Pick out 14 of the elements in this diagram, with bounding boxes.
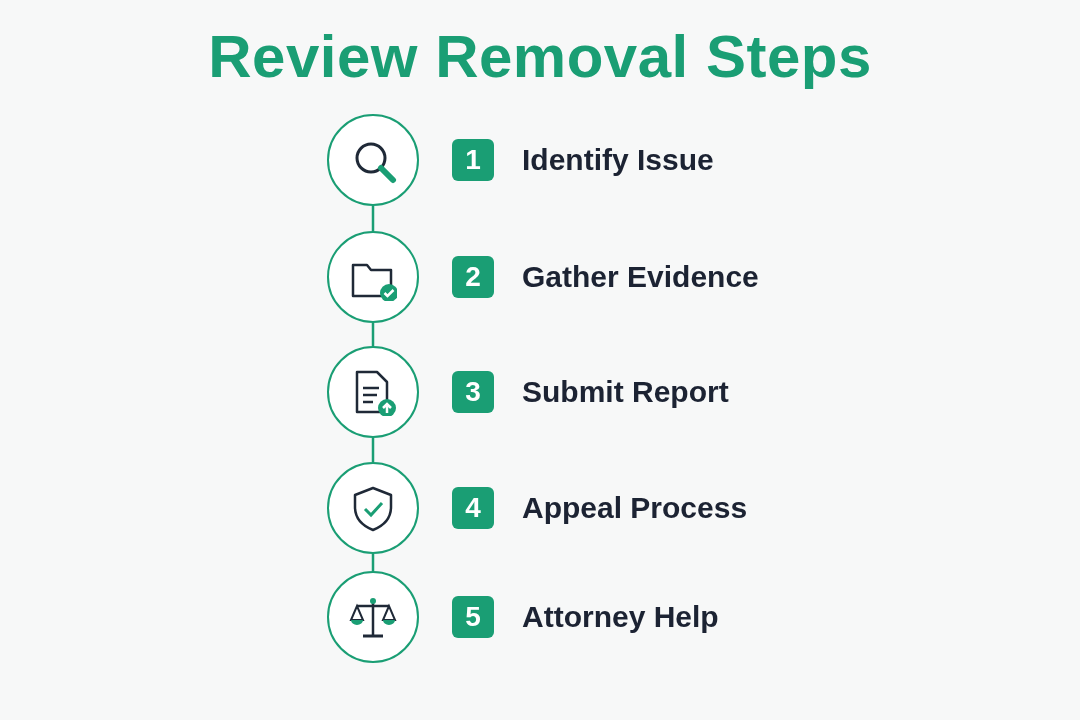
step-label: Gather Evidence (522, 259, 759, 295)
step-label: Appeal Process (522, 490, 748, 526)
connector-line (371, 206, 375, 231)
title: Review Removal Steps (208, 23, 872, 90)
step-number: 4 (452, 487, 494, 529)
step-label: Identify Issue (522, 142, 714, 178)
connector-line (371, 323, 375, 346)
step-number: 2 (452, 256, 494, 298)
step-label: Attorney Help (522, 599, 719, 635)
step-number: 5 (452, 596, 494, 638)
step-number: 3 (452, 371, 494, 413)
step-number: 1 (452, 139, 494, 181)
step-label: Submit Report (522, 374, 729, 410)
connector-line (371, 438, 375, 462)
